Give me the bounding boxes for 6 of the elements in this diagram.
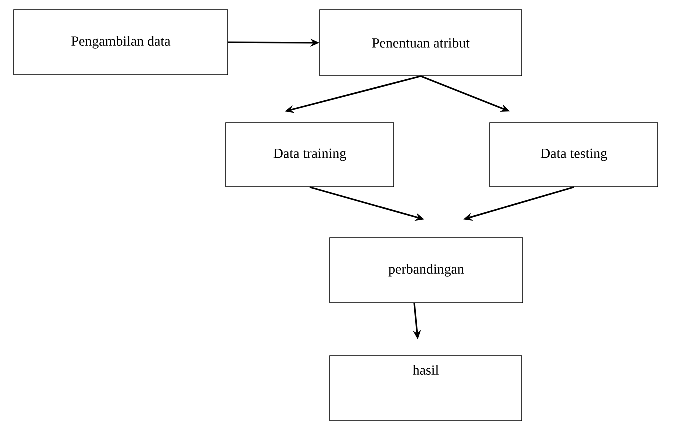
process-box: hasil [330, 356, 522, 422]
process-box: Penentuan atribut [320, 10, 522, 76]
process-box: Data testing [490, 122, 658, 188]
process-box: Data training [226, 122, 394, 188]
process-box: perbandingan [330, 238, 524, 304]
process-box: Pengambilan data [14, 10, 228, 76]
